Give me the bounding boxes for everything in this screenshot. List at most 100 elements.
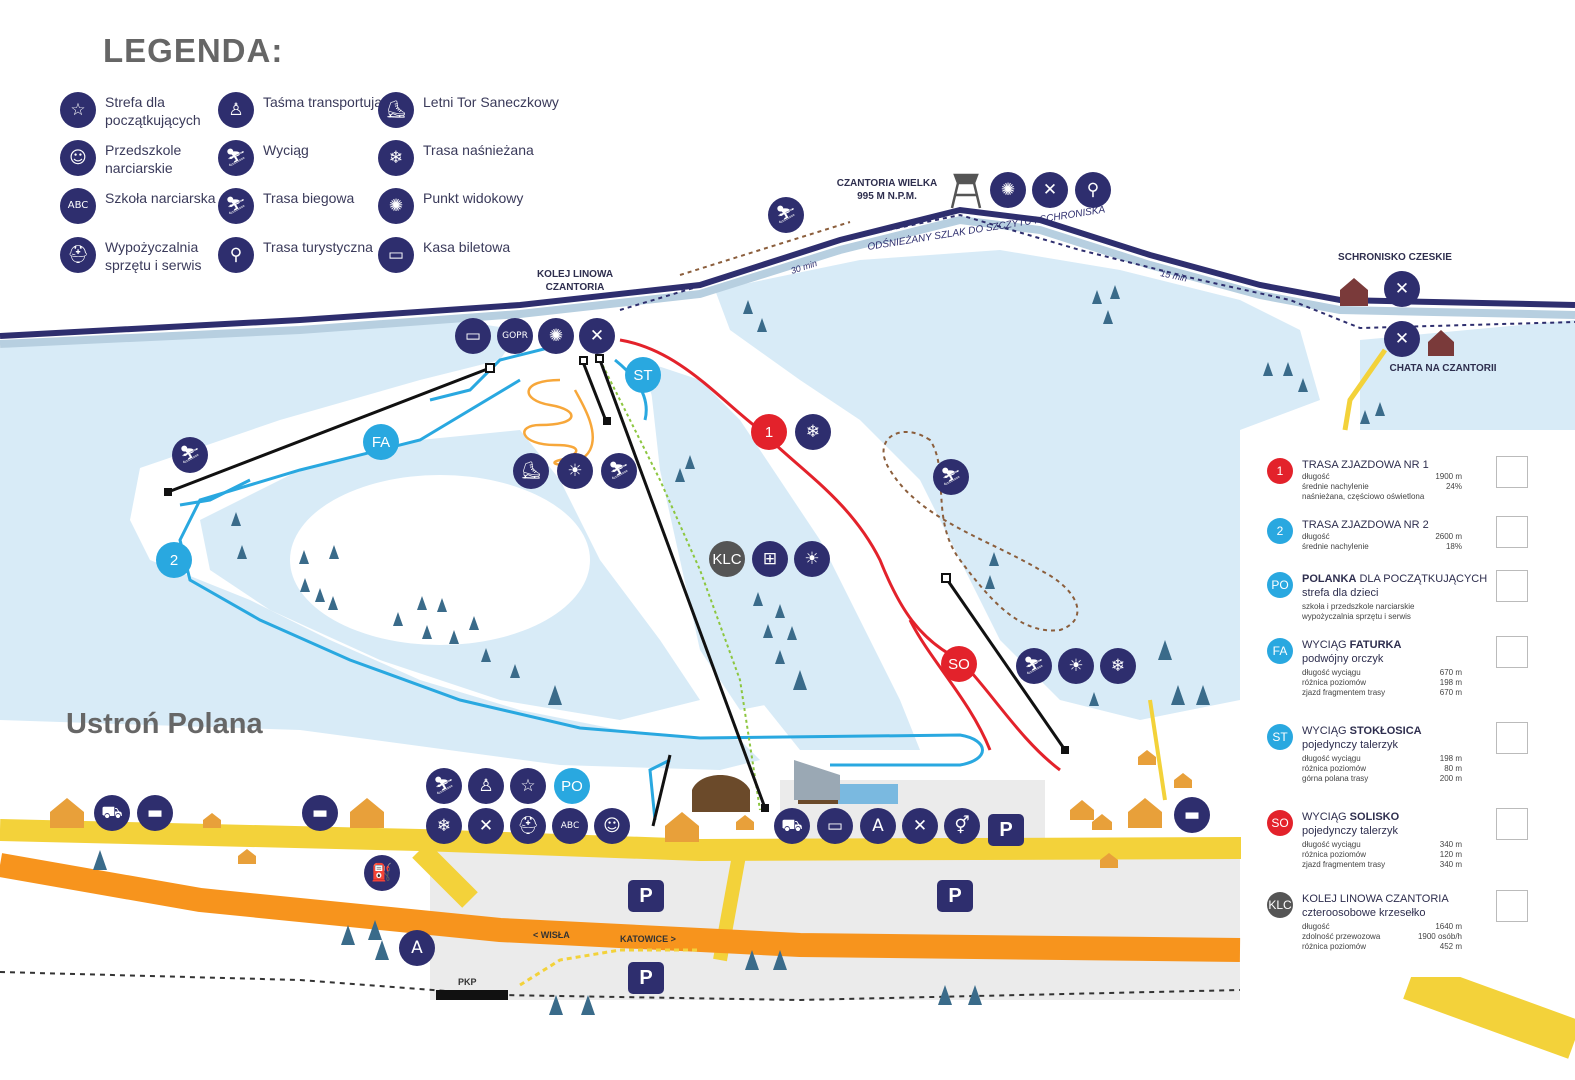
rental-icon: ⛑: [60, 237, 96, 273]
restaurant-icon[interactable]: ✕: [1384, 321, 1420, 357]
ski-lift-icon[interactable]: ⛷: [172, 437, 208, 473]
light-icon[interactable]: ☀: [794, 541, 830, 577]
viewpoint-icon[interactable]: ✺: [990, 172, 1026, 208]
viewpoint-icon[interactable]: ✺: [538, 318, 574, 354]
chata-house-icon: [1428, 330, 1454, 356]
label-wisla: < WISŁA: [533, 930, 570, 940]
xc-trail-upper: [679, 221, 851, 276]
badge-run-2[interactable]: 2: [156, 542, 192, 578]
east-path: [1148, 699, 1167, 801]
legend-label: Kasa biletowa: [423, 239, 511, 255]
cross-country-icon[interactable]: ⛷: [768, 197, 804, 233]
badge-klc[interactable]: KLC: [709, 541, 745, 577]
ski-hall: [794, 760, 840, 800]
restaurant-icon[interactable]: ✕: [1384, 271, 1420, 307]
badge-run-1[interactable]: 1: [751, 414, 787, 450]
bed-icon[interactable]: ▬: [1174, 797, 1210, 833]
panel-badge: SO: [1267, 810, 1293, 836]
parking-icon[interactable]: P: [937, 880, 973, 912]
lift-st-line[interactable]: [581, 361, 608, 422]
panel-checkbox[interactable]: [1496, 516, 1528, 548]
shopping-cart-icon[interactable]: ⛟: [774, 808, 810, 844]
badge-po[interactable]: PO: [554, 768, 590, 804]
panel-checkbox[interactable]: [1496, 890, 1528, 922]
wc-icon[interactable]: ⚥: [944, 808, 980, 844]
luge-icon[interactable]: ⛸: [513, 453, 549, 489]
parking-icon[interactable]: P: [628, 880, 664, 912]
ridge-line: [0, 206, 1575, 339]
panel-badge: KLC: [1267, 892, 1293, 918]
luge-icon: ⛸: [378, 92, 414, 128]
bus-stop-icon[interactable]: A: [860, 808, 896, 844]
abc-icon[interactable]: ABC: [552, 808, 588, 844]
badge-st[interactable]: ST: [625, 357, 661, 393]
bus-stop-icon[interactable]: A: [399, 930, 435, 966]
panel-checkbox[interactable]: [1496, 636, 1528, 668]
restaurant-icon[interactable]: ✕: [468, 808, 504, 844]
parking-icon[interactable]: P: [988, 814, 1024, 846]
star-icon[interactable]: ☆: [510, 768, 546, 804]
legend-label: Wypożyczalnia sprzętu i serwis: [105, 239, 202, 273]
chairlift-icon[interactable]: ⊞: [752, 541, 788, 577]
lift-fa-line[interactable]: [167, 366, 491, 494]
ticket-icon[interactable]: ▭: [455, 318, 491, 354]
ski-lift-icon[interactable]: ⛷: [601, 453, 637, 489]
trees: [93, 285, 1385, 1015]
snowflake-icon: ❄: [378, 140, 414, 176]
restaurant-icon[interactable]: ✕: [1032, 172, 1068, 208]
restaurant-icon[interactable]: ✕: [579, 318, 615, 354]
parking-icon[interactable]: P: [628, 962, 664, 994]
run-fa-lower: [179, 478, 251, 507]
town-name: Ustroń Polana: [66, 708, 263, 740]
snowflake-icon[interactable]: ❄: [1100, 648, 1136, 684]
bed-icon[interactable]: ▬: [137, 795, 173, 831]
run-1[interactable]: [619, 338, 1061, 772]
cross-country-icon[interactable]: ⛷: [933, 459, 969, 495]
light-icon[interactable]: ☀: [1058, 648, 1094, 684]
badge-so[interactable]: SO: [941, 646, 977, 682]
conveyor-icon[interactable]: ♙: [468, 768, 504, 804]
lift-po-line[interactable]: [651, 754, 672, 827]
panel-checkbox[interactable]: [1496, 570, 1528, 602]
lift-klc-line[interactable]: [598, 359, 767, 809]
shopping-cart-icon[interactable]: ⛟: [94, 795, 130, 831]
pkp-station[interactable]: [436, 990, 508, 1000]
panel-note: naśnieżana, częściowo oświetlona: [1302, 492, 1425, 501]
label-chata: CHATA NA CZANTORII: [1389, 363, 1497, 374]
panel-badge: PO: [1267, 572, 1293, 598]
hiking-icon[interactable]: ⚲: [1075, 172, 1111, 208]
ski-lift-icon[interactable]: ⛷: [1016, 648, 1052, 684]
ski-lift-icon[interactable]: ⛷: [426, 768, 462, 804]
fuel-station-icon[interactable]: ⛽: [364, 855, 400, 891]
panel-badge: 1: [1267, 458, 1293, 484]
light-icon[interactable]: ☀: [557, 453, 593, 489]
ticket-icon[interactable]: ▭: [817, 808, 853, 844]
bed-icon[interactable]: ▬: [302, 795, 338, 831]
run-2[interactable]: [178, 378, 984, 767]
snowflake-icon[interactable]: ❄: [795, 414, 831, 450]
panel-checkbox[interactable]: [1496, 722, 1528, 754]
badge-fa[interactable]: FA: [363, 424, 399, 460]
star-icon: ☆: [60, 92, 96, 128]
run-1-branch: [908, 619, 992, 751]
restaurant-icon[interactable]: ✕: [902, 808, 938, 844]
panel-checkbox[interactable]: [1496, 456, 1528, 488]
snowflake-icon[interactable]: ❄: [426, 808, 462, 844]
kid-face-icon[interactable]: ☺: [594, 808, 630, 844]
legend-label: Trasa biegowa: [263, 190, 355, 206]
lift-so-line[interactable]: [944, 577, 1067, 751]
rental-icon[interactable]: ⛑: [510, 808, 546, 844]
panel-checkbox[interactable]: [1496, 808, 1528, 840]
gopr-icon[interactable]: GOPR: [497, 318, 533, 354]
legend-label: Strefa dla początkujących: [105, 94, 201, 128]
